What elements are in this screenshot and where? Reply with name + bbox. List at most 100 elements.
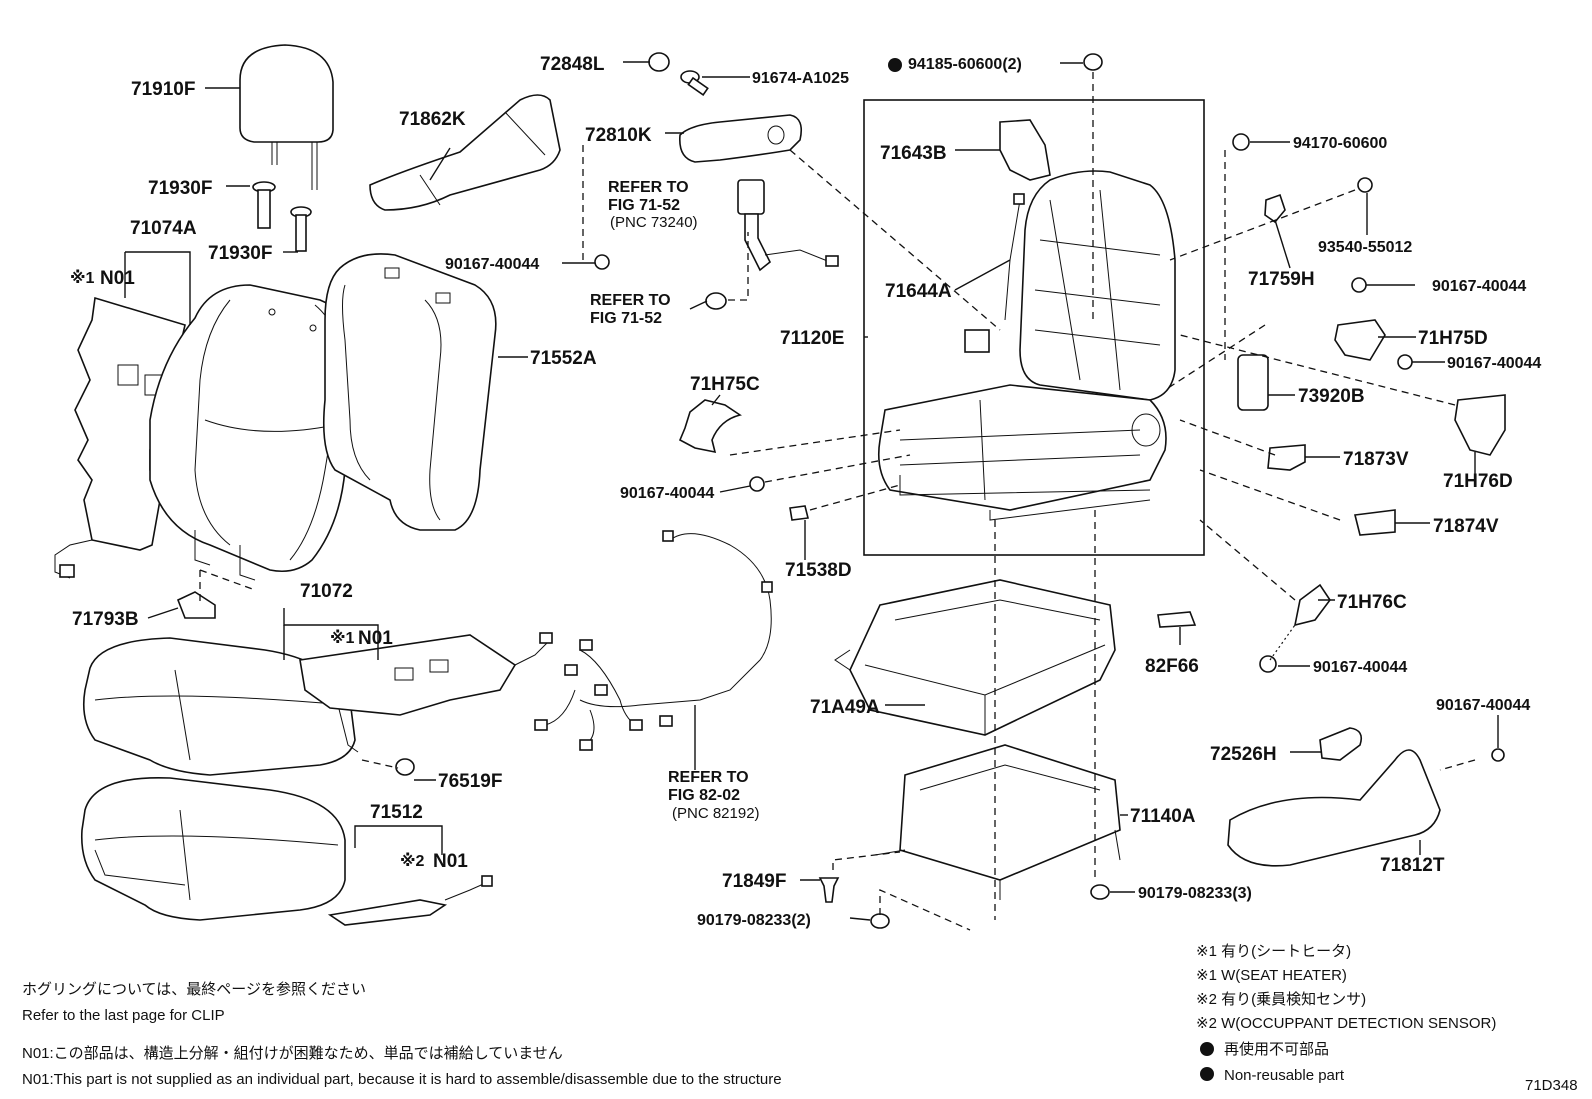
wire-harness-drawing [534, 530, 773, 751]
side-shield-cover-drawing [369, 94, 561, 211]
label-90167-40044-c[interactable]: 90167-40044 [1432, 278, 1526, 295]
seatback-heater-mat-drawing [54, 296, 186, 579]
label-71644A[interactable]: 71644A [885, 281, 952, 302]
legend-line-1: ※1 有り(シートヒータ) [1196, 943, 1351, 960]
ref-1-line-1[interactable]: REFER TO [608, 179, 689, 196]
n01-marker-1: N01 [100, 268, 135, 289]
label-71930F-upper[interactable]: 71930F [148, 178, 212, 199]
assembly-lines [199, 72, 1476, 931]
ref-1-line-3[interactable]: (PNC 73240) [610, 214, 698, 231]
ref-3-line-2[interactable]: FIG 82-02 [668, 787, 740, 804]
label-71910F[interactable]: 71910F [131, 79, 195, 100]
hook-clip-drawing [176, 591, 216, 619]
label-90167-40044-f[interactable]: 90167-40044 [1436, 697, 1530, 714]
legend-line-6: Non-reusable part [1224, 1067, 1345, 1084]
label-93540-55012[interactable]: 93540-55012 [1318, 239, 1412, 256]
label-94185-60600[interactable]: 94185-60600(2) [908, 56, 1022, 73]
label-71759H[interactable]: 71759H [1248, 269, 1315, 290]
leader-lines [124, 61, 1499, 921]
ref-2-line-2[interactable]: FIG 71-52 [590, 310, 662, 327]
fastener-drawings [594, 254, 765, 492]
label-71512[interactable]: 71512 [370, 802, 423, 823]
label-71074A[interactable]: 71074A [130, 218, 197, 239]
figure-references: REFER TO FIG 71-52 (PNC 73240) REFER TO … [590, 179, 760, 822]
label-71120E[interactable]: 71120E [780, 328, 844, 349]
ref-3-line-3[interactable]: (PNC 82192) [672, 805, 760, 822]
legend-dot-1 [1200, 1042, 1214, 1056]
label-71H75D[interactable]: 71H75D [1418, 328, 1488, 349]
n01-marker-symbol-3: ※2 [400, 852, 425, 870]
seat-wire-71644a-drawing [964, 193, 1025, 353]
label-71812T[interactable]: 71812T [1380, 855, 1445, 876]
seat-cushion-cover-drawing [82, 637, 359, 776]
ref-2-line-1[interactable]: REFER TO [590, 292, 671, 309]
label-71140A[interactable]: 71140A [1130, 806, 1196, 827]
label-90167-40044-b[interactable]: 90167-40044 [620, 485, 714, 502]
non-reusable-marker [888, 58, 902, 72]
bracket-71643b-drawing [999, 119, 1051, 181]
bolt-drawing [680, 70, 709, 96]
occupant-sensor-drawing [327, 875, 493, 926]
label-71873V[interactable]: 71873V [1343, 449, 1409, 470]
label-82F66[interactable]: 82F66 [1145, 656, 1199, 677]
label-71793B[interactable]: 71793B [72, 609, 139, 630]
label-71552A[interactable]: 71552A [530, 348, 597, 369]
pad-71538d-drawing [789, 505, 809, 521]
label-90179-08233-3[interactable]: 90179-08233(3) [1138, 885, 1252, 902]
label-71849F[interactable]: 71849F [722, 871, 786, 892]
label-71538D[interactable]: 71538D [785, 560, 852, 581]
n01-note-en: N01:This part is not supplied as an indi… [22, 1071, 782, 1088]
label-90167-40044-a[interactable]: 90167-40044 [445, 256, 539, 273]
label-90167-40044-e[interactable]: 90167-40044 [1313, 659, 1407, 676]
n01-marker-2: N01 [358, 628, 393, 649]
label-90179-08233-2[interactable]: 90179-08233(2) [697, 912, 811, 929]
n01-markers: ※1 N01 ※1 N01 ※2 N01 [70, 268, 468, 872]
seat-belt-buckle-drawing [737, 179, 839, 272]
seat-riser-drawing [874, 744, 1121, 900]
figure-id: 71D348 [1525, 1077, 1578, 1094]
label-72526H[interactable]: 72526H [1210, 744, 1277, 765]
clip-note-en: Refer to the last page for CLIP [22, 1007, 225, 1024]
label-71072[interactable]: 71072 [300, 581, 353, 602]
seat-cushion-pad-drawing [80, 776, 346, 921]
ref-1-line-2[interactable]: FIG 71-52 [608, 197, 680, 214]
n01-note-jp: N01:この部品は、構造上分解・組付けが困難なため、単品では補給していません [22, 1045, 563, 1062]
legend-line-3: ※2 有り(乗員検知センサ) [1196, 991, 1366, 1008]
n01-marker-symbol-1: ※1 [70, 269, 95, 287]
label-90167-40044-d[interactable]: 90167-40044 [1447, 355, 1541, 372]
label-76519F[interactable]: 76519F [438, 771, 502, 792]
n01-marker-symbol-2: ※1 [330, 629, 355, 647]
label-94170-60600[interactable]: 94170-60600 [1293, 135, 1387, 152]
clip-note-jp: ホグリングについては、最終ページを参照ください [22, 981, 366, 998]
part-labels: 71910F 71930F 71930F 71074A 71862K 71552… [72, 54, 1541, 929]
ref-3-line-1[interactable]: REFER TO [668, 769, 749, 786]
label-71874V[interactable]: 71874V [1433, 516, 1499, 537]
label-72810K[interactable]: 72810K [585, 125, 652, 146]
seat-frame-outline-box [863, 99, 1205, 556]
label-71643B[interactable]: 71643B [880, 143, 947, 164]
label-71H75C[interactable]: 71H75C [690, 374, 760, 395]
legend-line-4: ※2 W(OCCUPPANT DETECTION SENSOR) [1196, 1015, 1496, 1032]
label-71H76D[interactable]: 71H76D [1443, 471, 1513, 492]
label-73920B[interactable]: 73920B [1298, 386, 1365, 407]
label-71A49A[interactable]: 71A49A [810, 697, 880, 718]
label-71930F-lower[interactable]: 71930F [208, 243, 272, 264]
label-71862K[interactable]: 71862K [399, 109, 466, 130]
legend-line-2: ※1 W(SEAT HEATER) [1196, 967, 1347, 984]
clip-drawing [395, 758, 415, 776]
right-side-part-drawings [1083, 53, 1506, 673]
n01-marker-3: N01 [433, 851, 468, 872]
headrest-guide-drawing [252, 181, 312, 252]
legend: ※1 有り(シートヒータ) ※1 W(SEAT HEATER) ※2 有り(乗員… [1196, 943, 1578, 1094]
bottom-fastener-drawings [818, 877, 1110, 929]
seat-track-drawing [834, 579, 1116, 736]
bracket-71h75c-drawing [678, 399, 742, 454]
recliner-cover-drawing [678, 114, 803, 163]
label-71H76C[interactable]: 71H76C [1337, 592, 1407, 613]
label-91674-A1025[interactable]: 91674-A1025 [752, 70, 849, 87]
seatback-pad-drawing [322, 253, 497, 531]
label-72848L[interactable]: 72848L [540, 54, 605, 75]
footer-notes: ホグリングについては、最終ページを参照ください Refer to the las… [22, 981, 782, 1088]
cushion-heater-mat-drawing [299, 632, 553, 716]
